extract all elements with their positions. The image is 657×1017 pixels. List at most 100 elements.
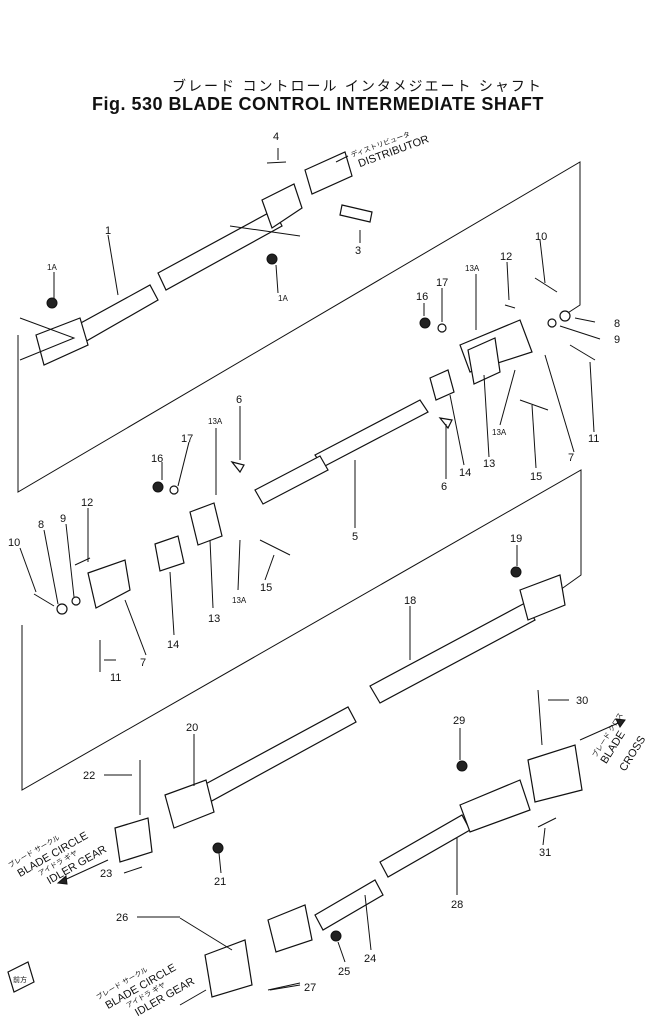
label-25: 25 bbox=[338, 966, 350, 978]
label-5: 5 bbox=[352, 531, 358, 543]
label-12-right: 12 bbox=[500, 251, 512, 263]
pin-11-right bbox=[569, 344, 596, 361]
pin-30 bbox=[537, 689, 543, 746]
label-9-left: 9 bbox=[60, 513, 66, 525]
clevis-7-left bbox=[87, 559, 131, 609]
rod-assembly-24-28 bbox=[179, 689, 583, 998]
label-10-left: 10 bbox=[8, 537, 20, 549]
label-4: 4 bbox=[273, 131, 279, 143]
grease-fitting-25 bbox=[330, 930, 342, 942]
label-13a-left-top: 13A bbox=[208, 417, 223, 426]
cotter-12-right bbox=[504, 304, 516, 309]
rod-18 bbox=[369, 602, 536, 704]
part-number-labels: 4 3 1 1A 1A 10 12 13A 17 16 8 9 7 11 6 1… bbox=[8, 131, 620, 994]
figure-title-japanese: ブレード コントロール インタメジエート シャフト bbox=[172, 79, 543, 95]
leaders-lower bbox=[104, 545, 569, 991]
label-1a-right: 1A bbox=[278, 294, 288, 303]
shaft-5-rear bbox=[314, 399, 429, 468]
shaft-assembly-upper bbox=[35, 151, 373, 366]
universal-joint-lower bbox=[35, 317, 89, 366]
frame-lines bbox=[17, 161, 582, 791]
label-10-right: 10 bbox=[535, 231, 547, 243]
cotter-31 bbox=[537, 817, 557, 828]
rod-20 bbox=[199, 706, 357, 804]
label-13-right: 13 bbox=[483, 458, 495, 470]
bushing-14-right bbox=[429, 369, 455, 401]
front-arrow-icon bbox=[7, 961, 35, 993]
nut-16-left bbox=[152, 481, 164, 493]
shaft-5-front bbox=[254, 455, 329, 505]
washer-17-right bbox=[437, 323, 447, 333]
label-30: 30 bbox=[576, 695, 588, 707]
nut-8-right bbox=[559, 310, 571, 322]
label-31: 31 bbox=[539, 847, 551, 859]
label-1: 1 bbox=[105, 225, 111, 237]
label-17-right: 17 bbox=[436, 277, 448, 289]
label-19: 19 bbox=[510, 533, 522, 545]
grease-fitting-1a-right bbox=[266, 253, 278, 265]
label-26: 26 bbox=[116, 912, 128, 924]
label-13a-top: 13A bbox=[465, 264, 480, 273]
label-8-right: 8 bbox=[614, 318, 620, 330]
label-12-left: 12 bbox=[81, 497, 93, 509]
washer-9-right bbox=[547, 318, 557, 328]
universal-joint-upper bbox=[261, 183, 303, 229]
pin-26 bbox=[179, 917, 233, 951]
label-16-left: 16 bbox=[151, 453, 163, 465]
pin-3 bbox=[339, 204, 373, 223]
label-13a-right: 13A bbox=[492, 428, 507, 437]
label-21: 21 bbox=[214, 876, 226, 888]
label-15-left: 15 bbox=[260, 582, 272, 594]
yoke-26 bbox=[204, 939, 253, 998]
cotter-10-right bbox=[534, 277, 558, 293]
rod-28-end bbox=[459, 779, 531, 833]
label-22: 22 bbox=[83, 770, 95, 782]
figure-title: Fig. 530 BLADE CONTROL INTERMEDIATE SHAF… bbox=[92, 94, 544, 114]
label-27: 27 bbox=[304, 982, 316, 994]
label-20: 20 bbox=[186, 722, 198, 734]
rod-18-end bbox=[519, 574, 566, 621]
washer-9-left bbox=[71, 596, 81, 606]
label-6-left: 6 bbox=[236, 394, 242, 406]
label-3: 3 bbox=[355, 245, 361, 257]
key-6-right bbox=[438, 417, 453, 430]
bolt-15-left bbox=[259, 539, 291, 556]
grease-fitting-21 bbox=[212, 842, 224, 854]
label-13-left: 13 bbox=[208, 613, 220, 625]
label-9-right: 9 bbox=[614, 334, 620, 346]
yoke-22 bbox=[114, 817, 153, 863]
yoke-distributor bbox=[304, 151, 353, 195]
front-direction-marker: 前方 bbox=[7, 961, 35, 993]
label-14-left: 14 bbox=[167, 639, 179, 651]
label-24: 24 bbox=[364, 953, 376, 965]
front-mark-text: 前方 bbox=[13, 975, 27, 984]
cotter-10-left bbox=[33, 593, 55, 607]
grease-fitting-29 bbox=[456, 760, 468, 772]
label-17-left: 17 bbox=[181, 433, 193, 445]
rod-20-end bbox=[164, 779, 215, 829]
shaft-assembly-middle bbox=[33, 277, 596, 672]
label-29: 29 bbox=[453, 715, 465, 727]
block-13-left bbox=[189, 502, 223, 546]
nut-16-right bbox=[419, 317, 431, 329]
rod-assembly-18-20 bbox=[114, 566, 566, 863]
label-7-left: 7 bbox=[140, 657, 146, 669]
label-6-right: 6 bbox=[441, 481, 447, 493]
label-28: 28 bbox=[451, 899, 463, 911]
rod-24-end bbox=[267, 904, 313, 953]
grease-fitting-19 bbox=[510, 566, 522, 578]
label-11-right: 11 bbox=[588, 433, 599, 445]
label-18: 18 bbox=[404, 595, 416, 607]
label-14-right: 14 bbox=[459, 467, 471, 479]
label-7-right: 7 bbox=[568, 452, 574, 464]
yoke-30 bbox=[527, 744, 583, 803]
key-6-left bbox=[230, 460, 245, 474]
block-13-right bbox=[467, 337, 501, 385]
shaft-tube-upper-end bbox=[157, 209, 283, 291]
bolt-15-right bbox=[519, 399, 549, 411]
leaders-middle bbox=[19, 239, 601, 661]
cotter-27 bbox=[267, 982, 301, 991]
label-16-right: 16 bbox=[416, 291, 428, 303]
label-11-left: 11 bbox=[110, 672, 121, 684]
